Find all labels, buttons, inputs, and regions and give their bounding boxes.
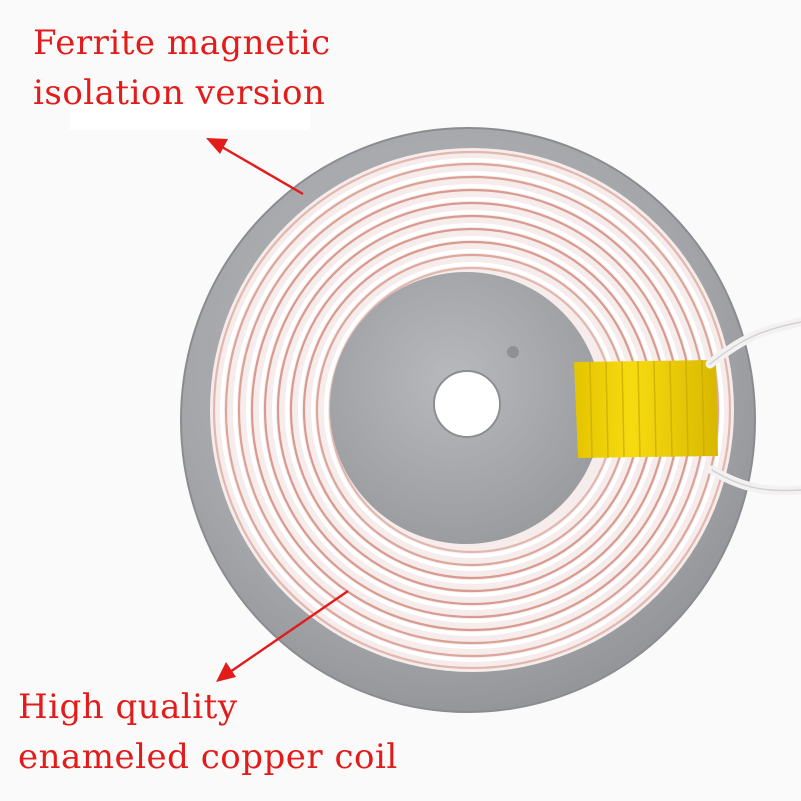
coil-caption-line-2: enameled copper coil <box>18 737 398 777</box>
coil-arrow <box>216 590 349 682</box>
ferrite-arrow <box>206 138 304 196</box>
coil-caption: High quality enameled copper coil <box>18 682 398 782</box>
ferrite-mark <box>507 346 519 358</box>
coil-caption-line-1: High quality <box>18 687 238 727</box>
yellow-tape <box>574 359 718 459</box>
lead-wires <box>705 317 801 496</box>
ferrite-disc-edge <box>180 127 756 713</box>
center-hole <box>434 371 500 437</box>
ferrite-caption: Ferrite magnetic isolation version <box>33 18 331 118</box>
ferrite-caption-line-1: Ferrite magnetic <box>33 23 331 63</box>
label-patch <box>70 100 310 130</box>
ferrite-caption-line-2: isolation version <box>33 73 326 113</box>
